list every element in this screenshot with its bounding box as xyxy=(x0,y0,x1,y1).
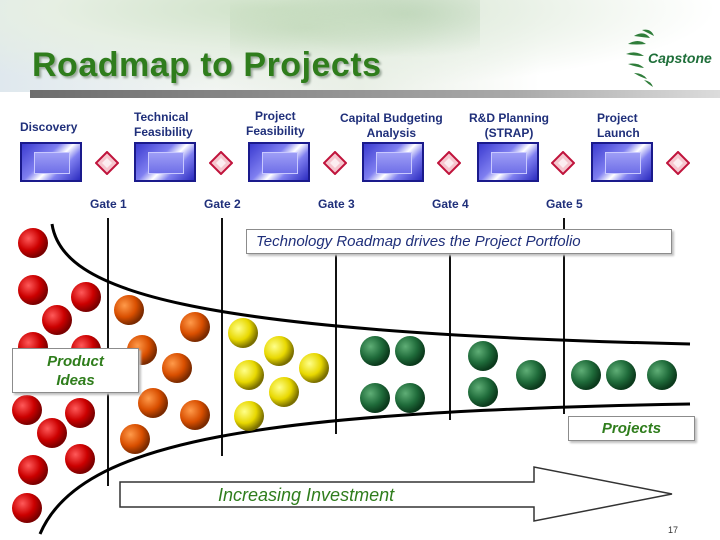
stage-box-rd-planning xyxy=(477,142,539,182)
page-number: 17 xyxy=(668,525,679,535)
stage-label-project-launch: Project Launch xyxy=(597,111,640,140)
gate-diamond-icon xyxy=(551,151,575,175)
gate-diamond-icon xyxy=(437,151,461,175)
investment-label: Increasing Investment xyxy=(218,485,395,505)
gate-diamond-icon xyxy=(666,151,690,175)
gate-diamond-icon xyxy=(95,151,119,175)
stage-label-technical-feasibility: Technical Feasibility xyxy=(134,110,193,139)
stage-label-discovery: Discovery xyxy=(20,120,78,134)
funnel-bottom-curve xyxy=(38,402,691,535)
stage-box-technical-feasibility xyxy=(134,142,196,182)
stage-label-rd-planning: R&D Planning (STRAP) xyxy=(469,111,549,140)
gate-diamond-icon xyxy=(323,151,347,175)
projects-callout: Projects xyxy=(568,416,695,441)
stage-box-discovery xyxy=(20,142,82,182)
gate-label-5: Gate 5 xyxy=(546,197,583,211)
stage-box-project-feasibility xyxy=(248,142,310,182)
investment-arrow xyxy=(119,466,673,522)
funnel-top-curve xyxy=(50,223,691,346)
stage-label-capital-budgeting: Capital Budgeting Analysis xyxy=(340,111,443,140)
orange-dots xyxy=(114,295,210,454)
yellow-dots xyxy=(228,318,329,431)
gate-label-1: Gate 1 xyxy=(90,197,127,211)
product-ideas-callout: Product Ideas xyxy=(12,348,139,393)
gate-label-3: Gate 3 xyxy=(318,197,355,211)
roadmap-callout: Technology Roadmap drives the Project Po… xyxy=(246,229,672,254)
swirl-logo-icon xyxy=(626,29,654,87)
green-project-dots xyxy=(360,336,677,413)
gate-label-2: Gate 2 xyxy=(204,197,241,211)
page-title: Roadmap to Projects xyxy=(32,46,382,84)
logo-wordmark: Capstone xyxy=(648,50,712,66)
stage-box-capital-budgeting xyxy=(362,142,424,182)
gate-diamond-icon xyxy=(209,151,233,175)
leaf-texture xyxy=(230,0,480,70)
stage-box-project-launch xyxy=(591,142,653,182)
stage-label-project-feasibility: Project Feasibility xyxy=(246,109,305,138)
gate-label-4: Gate 4 xyxy=(432,197,469,211)
title-underline xyxy=(30,90,720,98)
